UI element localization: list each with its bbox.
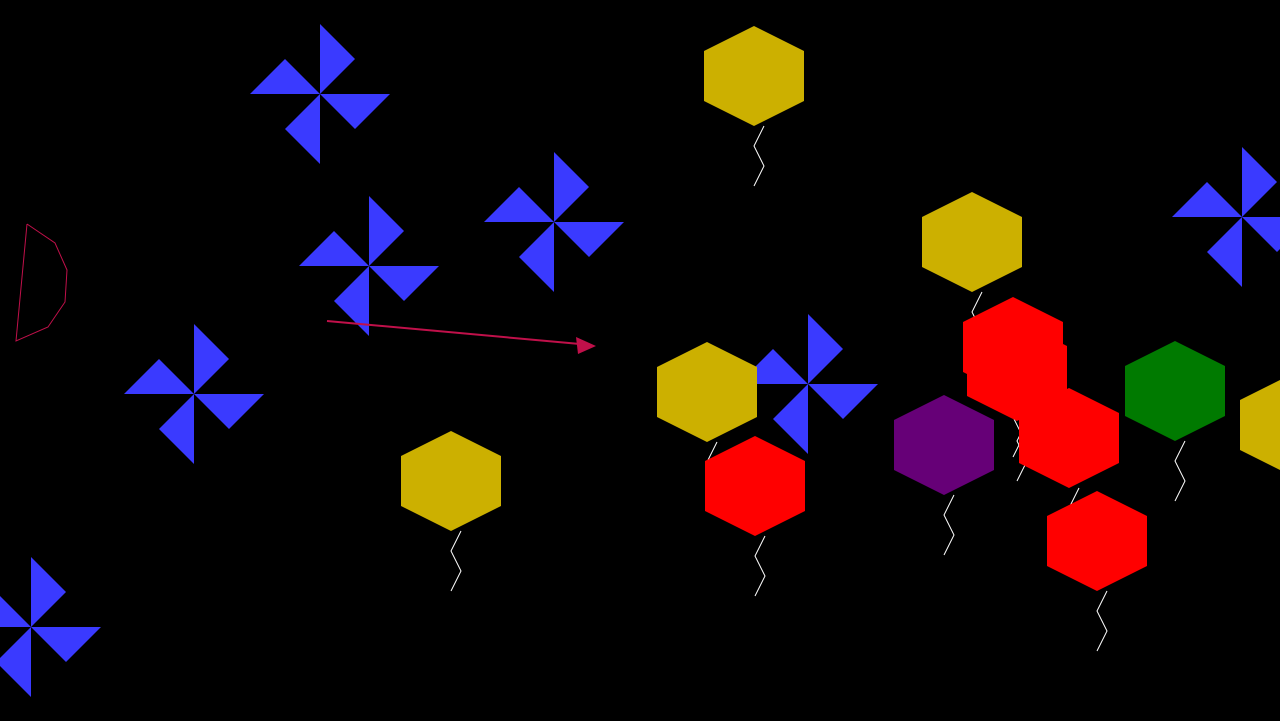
pinwheel-2 [484, 152, 624, 292]
pinwheel-blade [0, 596, 31, 627]
balloon-5-yellow[interactable] [1240, 375, 1280, 475]
balloon-string [450, 530, 462, 592]
balloon-layer [401, 26, 1280, 591]
pinwheel-blade [773, 384, 808, 454]
pinwheel-blade [808, 314, 843, 384]
pinwheel-blade [1207, 217, 1242, 287]
pinwheel-blade [320, 94, 390, 129]
balloon-9-red[interactable] [705, 436, 805, 536]
pinwheel-7 [0, 557, 101, 697]
pinwheel-blade [194, 324, 229, 394]
pinwheel-4 [124, 324, 264, 464]
pinwheel-blade [334, 266, 369, 336]
pinwheel-blade [554, 152, 589, 222]
aim-arrow-shaft [326, 320, 581, 345]
pinwheel-blade [519, 222, 554, 292]
pinwheel-blade [808, 384, 878, 419]
pinwheel-blade [285, 94, 320, 164]
pinwheel-blade [0, 627, 31, 697]
pinwheel-blade [369, 196, 404, 266]
balloon-11-purple[interactable] [894, 395, 994, 495]
balloon-string [754, 535, 766, 597]
balloon-4-yellow[interactable] [401, 431, 501, 531]
pinwheel-6 [1172, 147, 1280, 287]
pinwheel-blade [1242, 217, 1280, 252]
balloon-7-red[interactable] [967, 321, 1067, 421]
player-layer [15, 223, 596, 354]
balloon-10-red[interactable] [1047, 491, 1147, 591]
pinwheel-blade [159, 394, 194, 464]
pinwheel-blade [299, 231, 369, 266]
balloon-8-red[interactable] [1019, 388, 1119, 488]
pinwheel-1 [250, 24, 390, 164]
pinwheel-layer [0, 24, 1280, 697]
balloon-string [1174, 440, 1186, 502]
pinwheel-3 [299, 196, 439, 336]
pinwheel-blade [369, 266, 439, 301]
pinwheel-blade [124, 359, 194, 394]
aim-arrow-head-icon [576, 337, 596, 354]
balloon-string [1096, 590, 1108, 652]
pinwheel-blade [1242, 147, 1277, 217]
balloon-string [943, 494, 955, 556]
balloon-2-yellow[interactable] [922, 192, 1022, 292]
pinwheel-blade [250, 59, 320, 94]
pinwheel-blade [554, 222, 624, 257]
balloon-12-green[interactable] [1125, 341, 1225, 441]
pinwheel-blade [484, 187, 554, 222]
bow-icon[interactable] [15, 223, 68, 342]
pinwheel-blade [31, 627, 101, 662]
pinwheel-blade [320, 24, 355, 94]
balloon-string [753, 125, 765, 187]
pinwheel-blade [31, 557, 66, 627]
balloon-3-yellow[interactable] [657, 342, 757, 442]
pinwheel-blade [1172, 182, 1242, 217]
balloon-1-yellow[interactable] [704, 26, 804, 126]
pinwheel-blade [194, 394, 264, 429]
